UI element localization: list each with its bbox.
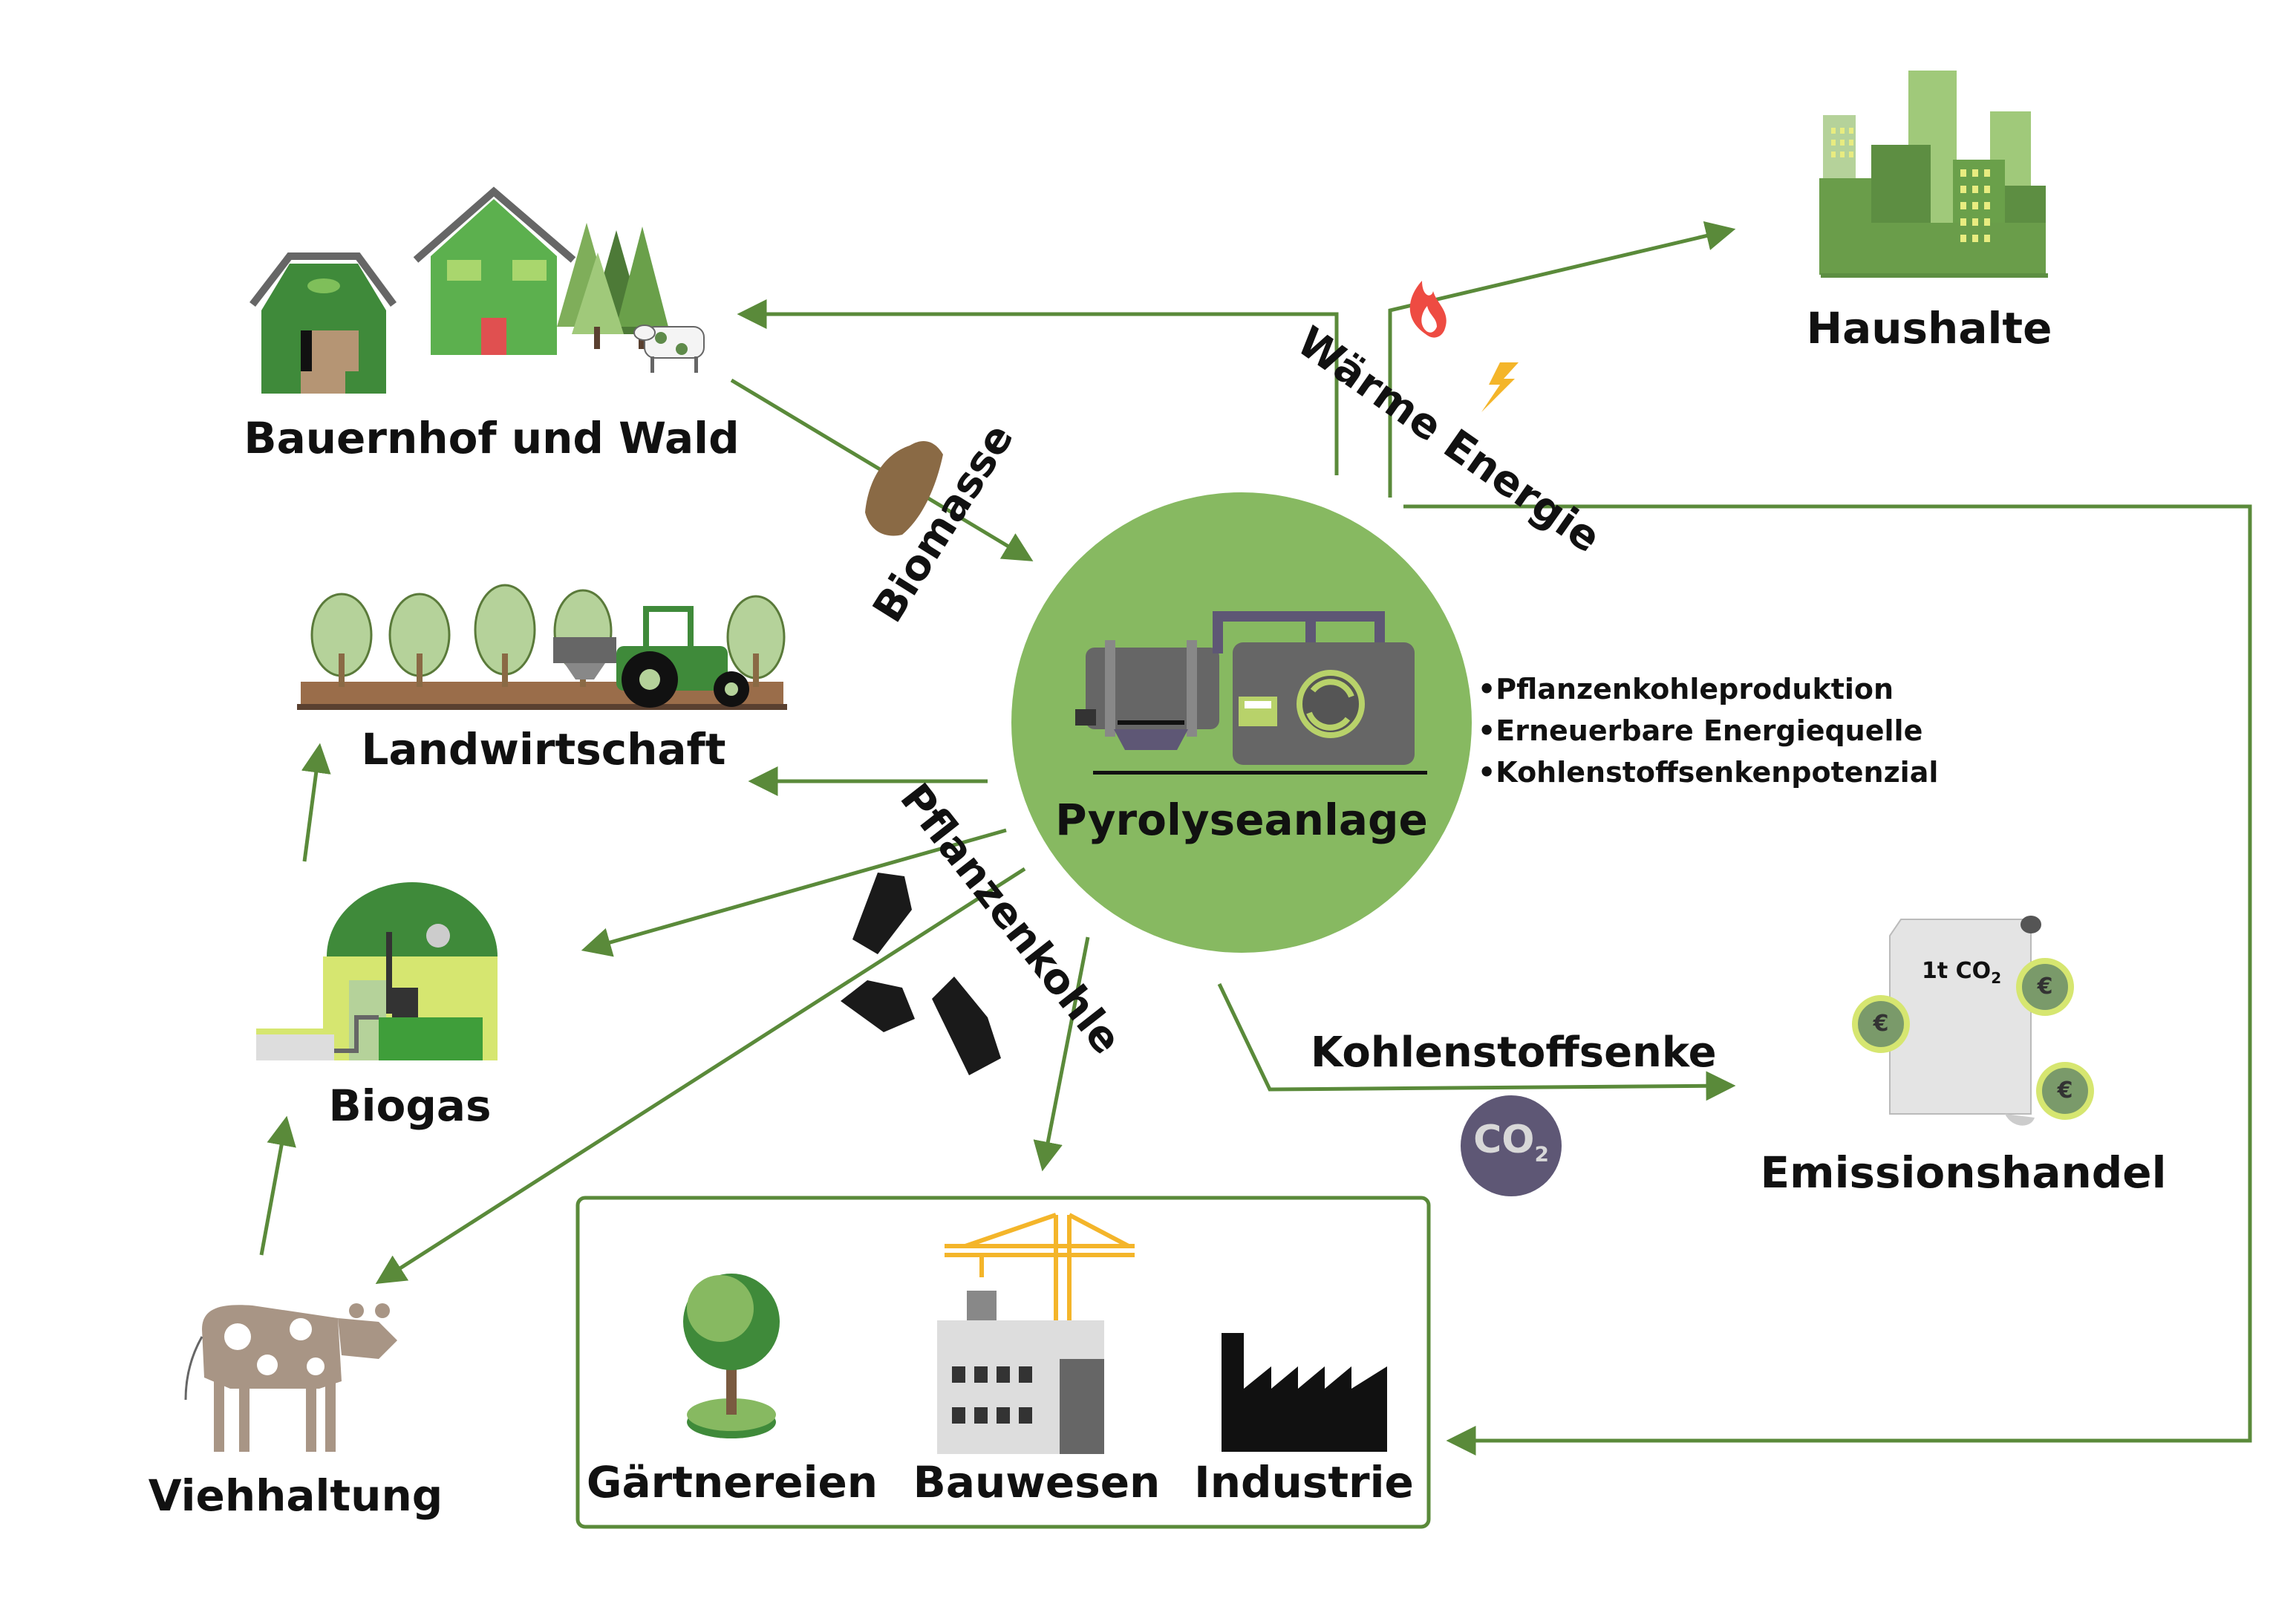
- certificate-text: 1t CO: [1922, 958, 1992, 984]
- biomass-pile-icon: [865, 440, 943, 536]
- certificate-icon: [1889, 916, 2041, 1126]
- tractor-icon: [553, 606, 749, 708]
- plant-feature-item: •Kohlenstoffsenkenpotenzial: [1478, 756, 1939, 789]
- pyrolysis-machine-icon: [1075, 611, 1427, 775]
- label-construction: Bauwesen: [913, 1457, 1161, 1507]
- euro-coin-icon: €: [2036, 1062, 2094, 1120]
- co2-badge-text: CO: [1473, 1118, 1535, 1162]
- co2-badge-icon: [1461, 1095, 1562, 1196]
- arrow-plant-to-biogas: [581, 828, 1007, 957]
- factory-icon: [1222, 1333, 1387, 1452]
- arrow-biogas-to-agriculture: [301, 743, 331, 862]
- arrow-plant-to-industry-box: [1033, 936, 1090, 1172]
- label-nurseries: Gärtnereien: [586, 1457, 878, 1507]
- euro-coin-icon: €: [2016, 958, 2074, 1016]
- tree-icon: [683, 1274, 780, 1438]
- label-emission: Emissionshandel: [1760, 1147, 2167, 1198]
- connectors: [259, 221, 2252, 1456]
- label-industry: Industrie: [1194, 1457, 1414, 1507]
- application-box: [575, 1196, 1431, 1529]
- fire-icon: [1409, 281, 1447, 338]
- label-plant: Pyrolyseanlage: [1055, 795, 1428, 845]
- label-biogas: Biogas: [328, 1080, 492, 1131]
- co2-badge-label: CO2: [1463, 1118, 1559, 1166]
- plant-feature-item: •Pflanzenkohleproduktion: [1478, 673, 1894, 705]
- cow-icon: [633, 325, 705, 373]
- barn-icon: [250, 252, 397, 394]
- certificate-label: 1t CO2: [1922, 958, 2001, 987]
- building-construction-icon: [937, 1291, 1104, 1454]
- plant-features-list: •Pflanzenkohleproduktion •Erneuerbare En…: [1478, 668, 1938, 793]
- label-households: Haushalte: [1806, 303, 2052, 353]
- house-icon: [413, 186, 576, 355]
- lightning-icon: [1481, 362, 1519, 412]
- plant-feature-item: •Erneuerbare Energiequelle: [1478, 714, 1923, 747]
- city-windows: [1831, 128, 1990, 242]
- arrow-livestock-to-biogas: [259, 1115, 296, 1256]
- label-agriculture: Landwirtschaft: [361, 724, 726, 775]
- arrow-plant-to-farm: [737, 299, 1339, 475]
- euro-coin-icon: €: [1852, 995, 1910, 1053]
- arrow-plant-to-livestock: [375, 867, 1026, 1285]
- certificate-subscript: 2: [1991, 969, 2002, 987]
- label-livestock: Viehhaltung: [148, 1470, 443, 1521]
- arrow-plant-loop-to-industry-box: [1403, 504, 2252, 1456]
- arrow-plant-to-households: [1388, 221, 1736, 498]
- biogas-plant-icon: [256, 882, 498, 1060]
- arrow-plant-to-emission: [1217, 982, 1736, 1101]
- label-farm: Bauernhof und Wald: [244, 413, 740, 463]
- forest-icon: [557, 223, 668, 349]
- co2-badge-subscript: 2: [1534, 1141, 1549, 1167]
- edge-label-carbon-sink: Kohlenstoffsenke: [1311, 1029, 1717, 1077]
- pyrolysis-plant: [1011, 492, 1472, 953]
- charcoal-icon: [841, 873, 1001, 1075]
- cow-livestock-icon: [184, 1303, 397, 1452]
- farm-forest-illustration: [250, 186, 705, 394]
- city-icon: [1819, 71, 2048, 278]
